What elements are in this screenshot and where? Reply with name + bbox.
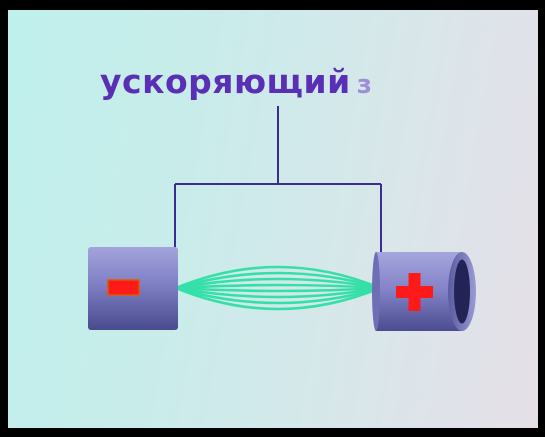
anode-opening [454,259,470,324]
title-suffix: з [356,70,373,100]
beam-line [175,286,381,305]
beam-line [175,286,381,299]
electron-gun-diagram [88,106,476,331]
beam-line [175,265,381,290]
anode [372,252,476,331]
cathode [88,247,178,330]
beam-line [175,286,381,311]
wire [174,106,382,252]
plus-sign-vertical [408,273,421,311]
beam-line [175,286,381,293]
anode-back-edge [372,252,380,331]
title-text: ускоряющий [100,62,351,101]
beam-line [175,277,381,290]
beam-line [175,271,381,290]
electron-beam [175,265,381,311]
beam-line [175,283,381,290]
minus-sign [107,279,140,296]
